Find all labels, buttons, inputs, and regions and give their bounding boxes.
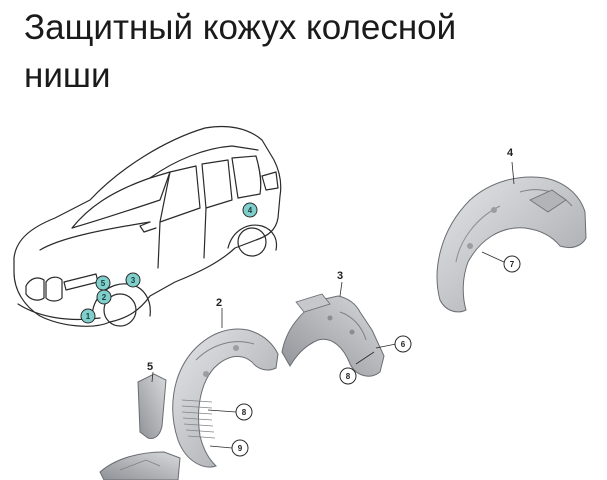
ref-circle-8-b: 8	[235, 403, 253, 421]
part-label-4: 4	[507, 147, 514, 159]
car-badge-4: 4	[242, 202, 258, 218]
ref-circle-9: 9	[231, 439, 249, 457]
part-5-flap	[137, 373, 167, 439]
car-badge-4-label: 4	[248, 206, 253, 215]
ref-circle-6: 6	[394, 335, 412, 353]
ref-circle-8-a: 8	[339, 367, 357, 385]
svg-text:8: 8	[346, 372, 351, 381]
car-badge-3: 3	[125, 272, 141, 288]
car-badges: 1 2 3 4 5	[80, 202, 258, 324]
part-3-liner	[281, 293, 385, 377]
svg-text:9: 9	[238, 444, 243, 453]
title-line-1: Защитный кожух колесной	[24, 8, 457, 47]
car-badge-2-label: 2	[102, 293, 107, 302]
svg-text:7: 7	[510, 260, 515, 269]
svg-text:8: 8	[242, 408, 247, 417]
car-badge-5: 5	[95, 275, 111, 291]
bottom-part-partial	[99, 451, 181, 480]
title-line-2: ниши	[24, 56, 111, 95]
car-outline	[13, 125, 282, 327]
part-4-liner	[436, 176, 587, 313]
page-title: Защитный кожух колесной ниши	[24, 4, 594, 100]
car-badge-3-label: 3	[131, 276, 136, 285]
part-label-3: 3	[337, 270, 343, 282]
car-badge-2: 2	[96, 289, 112, 305]
car-badge-1-label: 1	[86, 312, 91, 321]
part-label-5: 5	[147, 361, 153, 373]
car-badge-5-label: 5	[101, 279, 106, 288]
part-label-2: 2	[216, 297, 222, 309]
ref-circle-7: 7	[503, 255, 521, 273]
car-badge-1: 1	[80, 308, 96, 324]
svg-text:6: 6	[401, 340, 406, 349]
part-2-liner	[172, 328, 279, 468]
